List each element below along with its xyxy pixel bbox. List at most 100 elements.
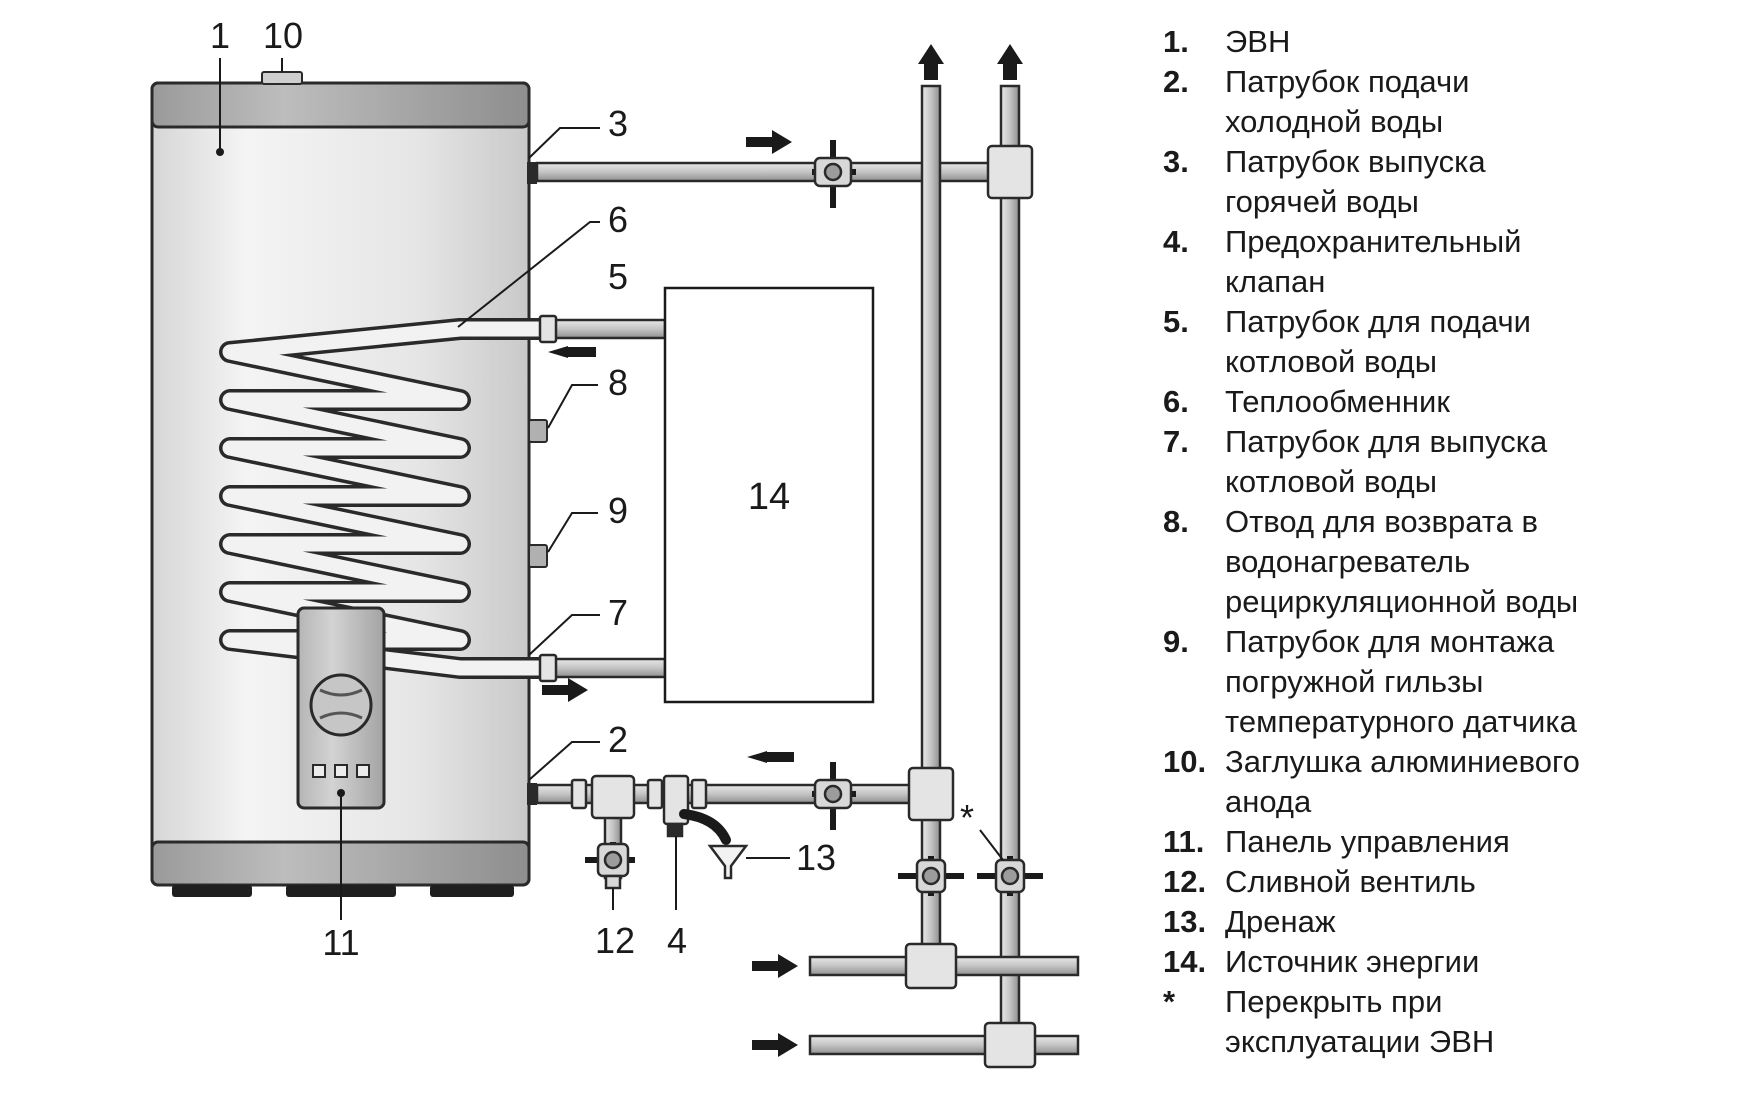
arrow-right-bottom-2-icon <box>752 1033 798 1057</box>
legend-item: 9. Патрубок для монтажа погружной гильзы те… <box>1163 622 1743 742</box>
energy-source-label: 14 <box>748 476 790 518</box>
callout-star: * <box>960 797 974 838</box>
callout-11: 11 <box>322 922 359 963</box>
legend-line: погружной гильзы <box>1225 664 1484 699</box>
legend-item: 14. Источник энергии <box>1163 942 1743 982</box>
arrow-right-hot-icon <box>746 130 792 154</box>
indicator-3 <box>356 764 370 778</box>
legend-line: Теплообменник <box>1225 384 1450 419</box>
tee-bottom-2 <box>983 1021 1037 1069</box>
arrow-up-right-icon <box>997 44 1023 80</box>
legend-line: рециркуляционной воды <box>1225 584 1579 619</box>
legend-item: 4. Предохранительный клапан <box>1163 222 1743 302</box>
drain-valve <box>585 842 635 890</box>
callout-1: 1 <box>210 15 230 56</box>
legend-number: 5. <box>1163 304 1189 339</box>
nozzle-hot-outlet <box>527 162 537 184</box>
legend-number: * <box>1163 984 1176 1019</box>
fittings <box>538 144 1037 1069</box>
tank-top-band <box>150 81 531 129</box>
control-panel <box>296 606 386 810</box>
legend-line: котловой воды <box>1225 464 1438 499</box>
legend-description: ЭВН <box>1225 22 1743 62</box>
legend-line: анода <box>1225 784 1312 819</box>
legend-line: клапан <box>1225 264 1326 299</box>
legend-line: Патрубок для подачи <box>1225 304 1531 339</box>
legend-number: 11. <box>1163 824 1205 859</box>
legend-item: 12. Сливной вентиль <box>1163 862 1743 902</box>
legend-description: Панель управления <box>1225 822 1743 862</box>
legend-line: ЭВН <box>1225 24 1291 59</box>
pipe-hot-outlet <box>535 161 1019 183</box>
callout-4: 4 <box>667 920 687 961</box>
legend-item: 13.Дренаж <box>1163 902 1743 942</box>
valve-cold-line <box>812 762 856 830</box>
legend-number: 12. <box>1163 864 1207 899</box>
tee-bottom-1 <box>904 942 958 990</box>
legend-number: 7. <box>1163 424 1189 459</box>
callout-9: 9 <box>608 490 628 531</box>
legend-number: 6. <box>1163 384 1189 419</box>
legend-line: Патрубок выпуска <box>1225 144 1486 179</box>
legend-number: 9. <box>1163 624 1189 659</box>
legend-item: 1. ЭВН <box>1163 22 1743 62</box>
legend-line: Источник энергии <box>1225 944 1480 979</box>
arrow-up-left-icon <box>918 44 944 80</box>
legend-item: 6. Теплообменник <box>1163 382 1743 422</box>
legend-line: Предохранительный <box>1225 224 1522 259</box>
legend-description: Перекрыть при эксплуатации ЭВН <box>1225 982 1743 1062</box>
legend-description: Патрубок для монтажа погружной гильзы темп… <box>1225 622 1743 742</box>
legend-line: Перекрыть при <box>1225 984 1443 1019</box>
legend-line: Заглушка алюминиевого <box>1225 744 1580 779</box>
pipe-riser-left <box>920 84 942 968</box>
legend-description: Источник энергии <box>1225 942 1743 982</box>
indicator-1 <box>312 764 326 778</box>
valve-riser-right <box>977 856 1043 896</box>
legend-line: Патрубок подачи <box>1225 64 1470 99</box>
legend-line: Патрубок для монтажа <box>1225 624 1555 659</box>
legend-description: Предохранительный клапан <box>1225 222 1743 302</box>
callout-13: 13 <box>796 837 836 878</box>
connector-cold-3 <box>690 778 708 810</box>
legend-number: 1. <box>1163 24 1189 59</box>
callout-2: 2 <box>608 719 628 760</box>
connector-cold-2 <box>646 778 664 810</box>
legend-line: Патрубок для выпуска <box>1225 424 1548 459</box>
legend-description: Теплообменник <box>1225 382 1743 422</box>
legend-description: Патрубок для выпуска котловой воды <box>1225 422 1743 502</box>
tee-drain <box>590 774 636 820</box>
arrow-left-supply-icon <box>548 346 596 358</box>
legend-description: Сливной вентиль <box>1225 862 1743 902</box>
valve-hot-line <box>812 140 856 208</box>
legend-number: 3. <box>1163 144 1189 179</box>
energy-source-box <box>663 286 875 704</box>
drain-funnel <box>707 844 749 880</box>
legend-item: * Перекрыть при эксплуатации ЭВН <box>1163 982 1743 1062</box>
pipe-boiler-return <box>553 657 667 679</box>
callout-7: 7 <box>608 592 628 633</box>
legend-description: Заглушка алюминиевого анода <box>1225 742 1743 822</box>
tee-cold-left <box>907 766 955 822</box>
callout-10: 10 <box>263 15 303 56</box>
arrow-right-bottom-1-icon <box>752 954 798 978</box>
legend-line: Сливной вентиль <box>1225 864 1476 899</box>
legend-line: Отвод для возврата в <box>1225 504 1538 539</box>
legend-line: температурного датчика <box>1225 704 1577 739</box>
connector-cold-1 <box>570 778 588 810</box>
arrow-right-return-icon <box>542 678 588 702</box>
nozzle-cold-inlet <box>527 783 537 805</box>
callout-leaders <box>219 58 1004 920</box>
legend-line: эксплуатации ЭВН <box>1225 1024 1495 1059</box>
valve-riser-left <box>898 856 964 896</box>
callout-6: 6 <box>608 199 628 240</box>
legend-number: 14. <box>1163 944 1207 979</box>
tank-foot-right <box>430 885 514 897</box>
legend-item: 11. Панель управления <box>1163 822 1743 862</box>
legend-number: 4. <box>1163 224 1189 259</box>
